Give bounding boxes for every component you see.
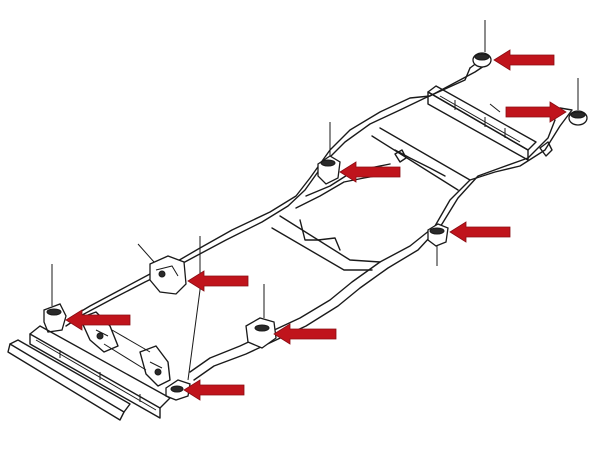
front-lower-mount-arrow [183, 379, 245, 401]
front-left-mount [43, 264, 67, 333]
mid-left-mount [317, 122, 341, 185]
rear-left-bushing-arrow [493, 49, 555, 71]
front-right-mount [245, 284, 277, 349]
front-center-bracket-arrow [187, 270, 249, 292]
front-bumper [7, 325, 171, 421]
rear-crossmember [427, 85, 537, 161]
front-center-bracket [137, 236, 201, 381]
mid-right-mount-arrow [449, 221, 511, 243]
rear-right-bushing-arrow [505, 101, 567, 123]
mid-small-bracket [394, 149, 407, 163]
mid-right-mount [427, 223, 449, 266]
mid-left-mount-arrow [339, 161, 401, 183]
front-suspension-detail [79, 311, 171, 387]
front-right-mount-arrow [273, 323, 337, 345]
cross-members [271, 127, 471, 271]
rear-small-bracket [539, 141, 553, 157]
indicator-arrows [65, 49, 567, 401]
left-frame-rail [65, 61, 491, 327]
rear-right-bushing [489, 78, 588, 126]
front-lower-mount [165, 379, 191, 401]
rear-left-bushing [472, 20, 492, 68]
front-left-mount-arrow [65, 309, 131, 331]
